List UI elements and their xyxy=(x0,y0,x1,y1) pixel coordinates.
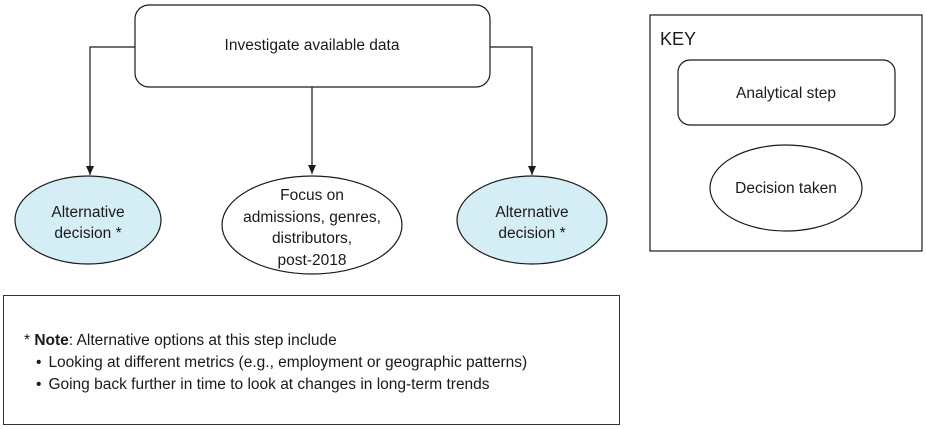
note-bold-label: Note xyxy=(34,332,69,349)
connector-right xyxy=(490,46,536,175)
key-analytical-step-label: Analytical step xyxy=(736,85,836,102)
connector-left xyxy=(86,46,135,175)
decision-center-line-4: post-2018 xyxy=(278,252,347,269)
note-item-2: Going back further in time to look at ch… xyxy=(36,374,619,396)
decision-center-line-1: Focus on xyxy=(280,187,344,204)
note-item-1: Looking at different metrics (e.g., empl… xyxy=(36,352,619,374)
decision-center-line-3: distributors, xyxy=(272,230,352,247)
decision-left-ellipse xyxy=(14,175,162,265)
note-asterisk: * xyxy=(24,332,35,349)
main-step-label: Investigate available data xyxy=(225,37,400,54)
key-decision-taken-ellipse xyxy=(709,144,863,232)
note-box: * Note: Alternative options at this step… xyxy=(3,295,620,425)
decision-right-ellipse xyxy=(456,175,608,265)
note-list: Looking at different metrics (e.g., empl… xyxy=(24,352,619,396)
decision-right-line-1: Alternative xyxy=(495,204,568,221)
note-intro: : Alternative options at this step inclu… xyxy=(68,332,337,349)
decision-left-line-2: decision * xyxy=(54,225,121,242)
key-decision-taken-label: Decision taken xyxy=(735,180,837,197)
decision-left-line-1: Alternative xyxy=(51,204,124,221)
key-title: KEY xyxy=(660,29,696,49)
decision-center-ellipse xyxy=(221,175,403,275)
decision-center-line-2: admissions, genres, xyxy=(243,209,381,226)
decision-right-line-2: decision * xyxy=(498,225,565,242)
note-heading: * Note: Alternative options at this step… xyxy=(24,330,619,352)
key-analytical-step-box xyxy=(677,59,896,126)
